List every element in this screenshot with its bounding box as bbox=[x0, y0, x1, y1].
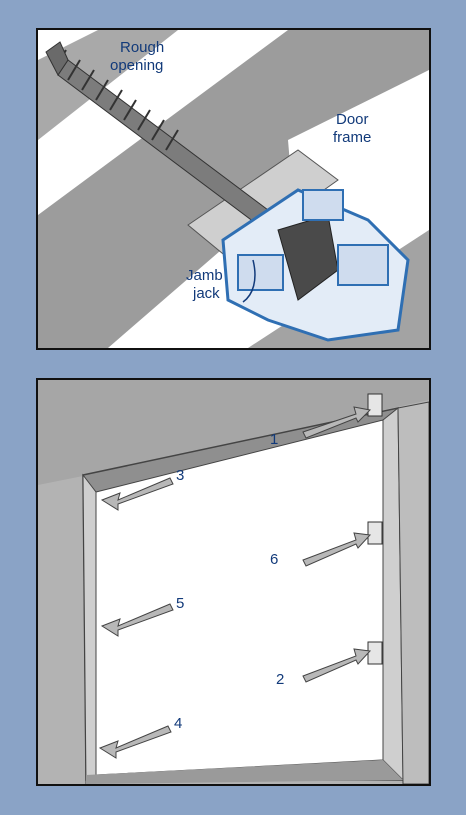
jamb-jack-detail-panel: Rough opening Door frame Jamb jack bbox=[36, 28, 431, 350]
jamb-jack-label-line1: Jamb bbox=[186, 267, 223, 284]
door-frame-label-line1: Door bbox=[336, 111, 369, 128]
step-number-4: 4 bbox=[174, 715, 182, 732]
rough-opening-label-line1: Rough bbox=[120, 39, 164, 56]
rough-opening-label-line2: opening bbox=[110, 57, 163, 74]
step-number-5: 5 bbox=[176, 595, 184, 612]
step-number-1: 1 bbox=[270, 431, 278, 448]
jamb-jack-label-line2: jack bbox=[192, 285, 220, 302]
door-frame-illustration: 1 6 2 3 5 4 bbox=[38, 380, 429, 784]
step-number-2: 2 bbox=[276, 671, 284, 688]
jamb-jack-illustration: Rough opening Door frame Jamb jack bbox=[38, 30, 429, 348]
step-number-3: 3 bbox=[176, 467, 184, 484]
door-frame-label-line2: frame bbox=[333, 129, 371, 146]
fastening-sequence-panel: 1 6 2 3 5 4 bbox=[36, 378, 431, 786]
step-number-6: 6 bbox=[270, 551, 278, 568]
right-wall-edge bbox=[398, 402, 429, 784]
